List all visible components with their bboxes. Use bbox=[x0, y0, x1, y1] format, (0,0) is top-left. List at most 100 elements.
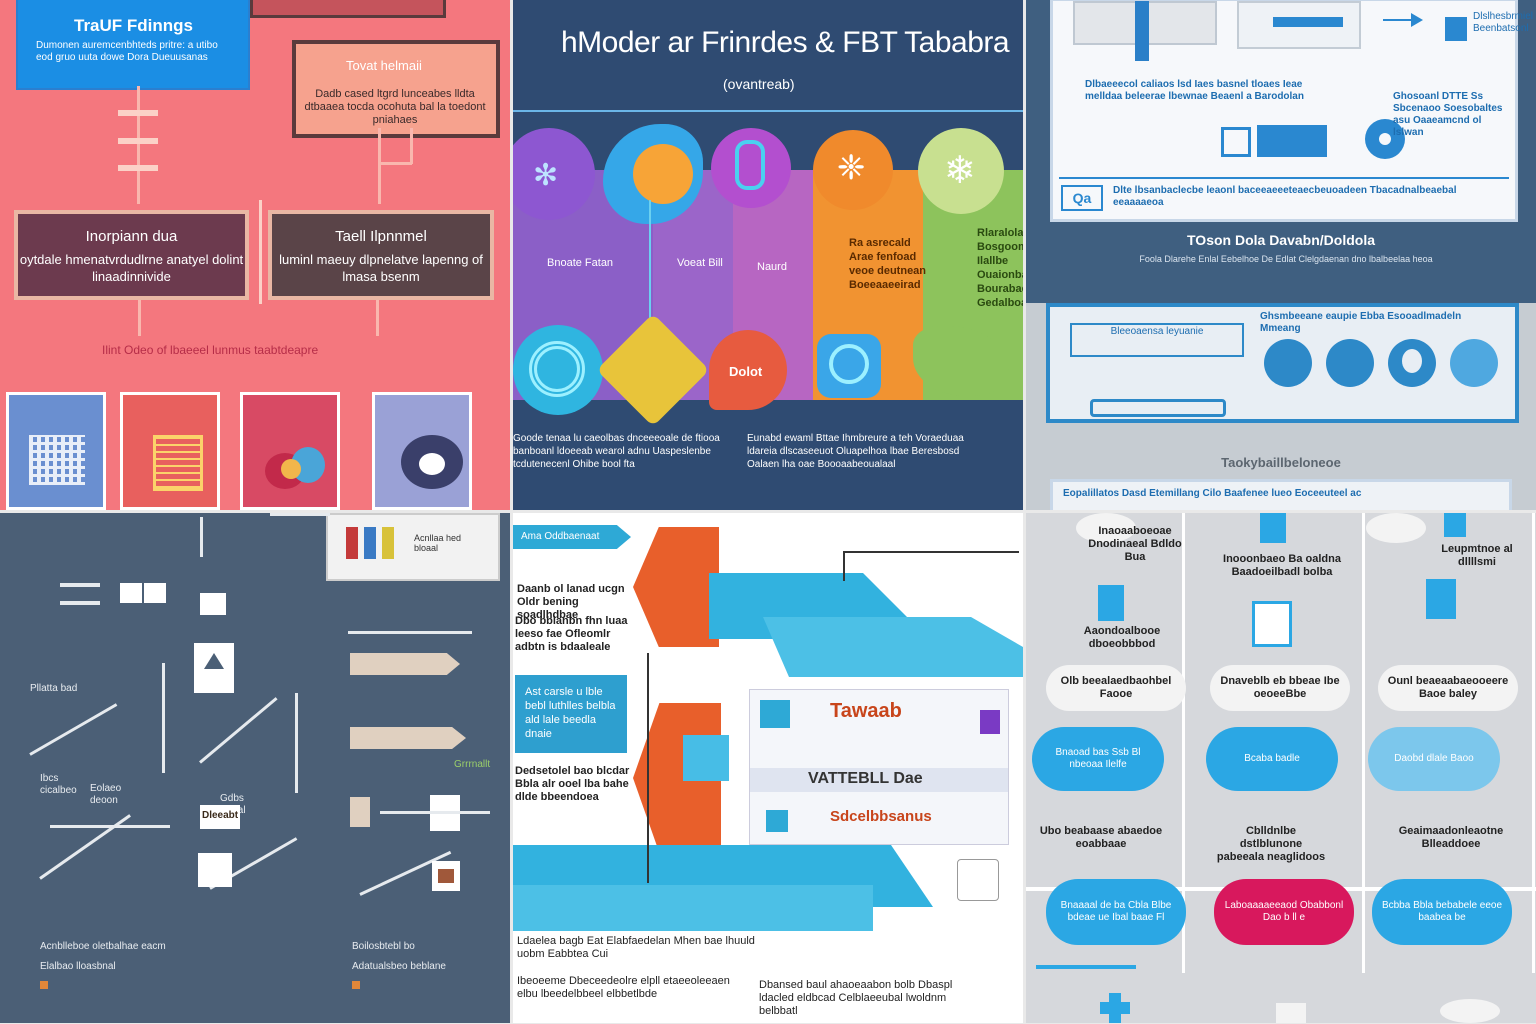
tile-6-lower-label-3: Geaimaadonleaotne Blleaddoee bbox=[1398, 825, 1504, 850]
cloud-shape bbox=[1440, 999, 1500, 1023]
document-icon bbox=[1098, 585, 1124, 621]
tile-5-brand: Tawaab bbox=[830, 700, 902, 722]
divider bbox=[259, 200, 262, 304]
ladder-rung bbox=[118, 165, 158, 171]
tile-3-infographic: Dlslhesbrmiel Beenbatsonl Dlbaeeecol cal… bbox=[1026, 0, 1536, 510]
tile-5-panel-bar bbox=[750, 768, 1008, 792]
cloud-shape bbox=[1076, 513, 1136, 543]
tile-4-label-1: Pllatta bad bbox=[30, 683, 78, 694]
tile-1-card-left-heading: Inorpiann dua bbox=[85, 228, 178, 245]
tile-4-label-5: Grrrnallt bbox=[454, 759, 491, 770]
flower-icon: ❈ bbox=[813, 130, 893, 210]
plus-icon bbox=[1100, 993, 1130, 1023]
drop-icon bbox=[603, 124, 703, 224]
bullet-icon bbox=[352, 981, 360, 989]
connector-line bbox=[378, 128, 381, 204]
arrow-icon bbox=[1411, 13, 1423, 27]
tile-1-card-left-body: oytdale hmenatvrdudlrne anatyel dolint l… bbox=[19, 252, 244, 284]
tile-1-card-right-body: luminl maeuy dlpnelatve lapenng of lmasa… bbox=[279, 252, 483, 284]
tile-3-middle: Bleeoaensa leyuanie Ghsmbeeane eaupie Eb… bbox=[1026, 303, 1536, 510]
bulb-icon bbox=[1388, 339, 1436, 387]
arrow-line bbox=[199, 697, 278, 764]
tile-5-text-c: Dedsetolel bao blcdar Bbla alr ooel lba … bbox=[515, 765, 630, 803]
tile-1-infographic: TraUF Fdinngs Dumonen auremcenbhteds pri… bbox=[0, 0, 510, 510]
tile-2-orange-text: Ra asrecald Arae fenfoad veoe deutnean B… bbox=[849, 237, 927, 291]
person-icon bbox=[1326, 339, 1374, 387]
calendar-icon bbox=[153, 435, 203, 491]
tile-5-bottom-c: Dbansed baul ahaoeaabon bolb Dbaspl ldac… bbox=[759, 979, 953, 1017]
connector-line bbox=[1182, 513, 1185, 973]
tile-1-info-box: Tovat helmaii Dadb cased ltgrd lunceabes… bbox=[292, 40, 500, 138]
tile-5-bottom-a: Ldaelea bagb Eat Elabfaedelan Mhen bae l… bbox=[517, 935, 755, 960]
tile-4-label-3: Ibcs cicalbeo bbox=[40, 773, 77, 796]
tile-2-bottom-badge: Dolot bbox=[709, 330, 787, 410]
connector-line bbox=[138, 300, 141, 336]
tile-3-panel-title-wrap: Ghsmbeeane eaupie Ebba Esooadlmadeln Mme… bbox=[1260, 311, 1470, 335]
tile-1-title: TraUF Fdinngs bbox=[74, 16, 193, 35]
ladder-rung bbox=[118, 138, 158, 144]
tile-5-infographic: Ama Oddbaenaat Daanb ol lanad ucgn Oldr … bbox=[513, 513, 1023, 1023]
tile-6-top-label-2: Inooonbaeo Ba oaldna Baadoeilbadl bolba bbox=[1223, 553, 1341, 578]
tile-4-flowchart: Acnllaa hed bloaal Pllatta bad Eolaeo de… bbox=[0, 513, 510, 1023]
tile-6-blue-pill-3: Daobd dlale Baoo bbox=[1368, 727, 1500, 791]
chart-icon bbox=[200, 593, 226, 615]
tile-5-tag: Ama Oddbaenaat bbox=[513, 525, 631, 549]
box-icon bbox=[350, 797, 370, 827]
tile-6-cloud-1: Olb beealaedbaohbel Faooe bbox=[1046, 665, 1186, 711]
globe-icon bbox=[1264, 339, 1312, 387]
tile-2-para-left: Goode tenaa lu caeolbas dnceeeoale de ft… bbox=[513, 433, 720, 470]
tile-5-text-a: Daanb ol lanad ucgn Oldr bening soadlhdb… bbox=[517, 583, 625, 621]
tile-4-bottom-2: Elalbao lloasbnal bbox=[40, 961, 116, 972]
square-icon bbox=[198, 853, 232, 887]
divider bbox=[1059, 177, 1509, 179]
tile-2-infographic: hModer ar Frinrdes & FBT Tababra (ovantr… bbox=[513, 0, 1023, 510]
connector-line bbox=[1362, 513, 1365, 973]
band-cyan bbox=[763, 617, 1023, 677]
tile-4-label-2: Eolaeo deoon bbox=[90, 783, 122, 806]
connector-line bbox=[60, 601, 100, 605]
tile-1-title-sub: Dumonen auremcenbhteds pritre: a utibo e… bbox=[36, 40, 218, 63]
flag-icon bbox=[1426, 579, 1456, 619]
tile-5-panel: Tawaab VATTEBLL Dae Sdcelbbsanus bbox=[749, 689, 1009, 845]
hex-inner bbox=[683, 735, 729, 781]
connector-line bbox=[1532, 513, 1535, 973]
tile-6-lower-label-2: Cblldnlbe dstlblunone pabeeala neaglidoo… bbox=[1216, 825, 1326, 863]
arrow-banner bbox=[350, 727, 466, 749]
tile-3-panel-title: Ghsmbeeane eaupie Ebba Esooadlmadeln Mme… bbox=[1260, 311, 1462, 334]
tile-5-brand-2: Sdcelbbsanus bbox=[830, 808, 932, 825]
bottle-icon bbox=[382, 527, 394, 559]
ladder-rung bbox=[118, 110, 158, 116]
snowflake-icon: ✻ bbox=[513, 128, 595, 220]
server-icon bbox=[1260, 513, 1286, 543]
globe-icon bbox=[1450, 339, 1498, 387]
tile-3-desc-left: Dlbaeeecol caliaos lsd Iaes basnel tloae… bbox=[1085, 79, 1304, 102]
box-icon bbox=[1221, 127, 1251, 157]
arrow-banner bbox=[350, 653, 460, 675]
tile-3-mid-title: TOson Dola Davabn/Doldola bbox=[1187, 232, 1375, 248]
flag-icon bbox=[1444, 513, 1466, 537]
tile-4-rice-label: Dleeabt bbox=[200, 805, 240, 829]
chart-icon bbox=[144, 583, 166, 603]
tile-1-card-right: Taell Ilpnnmel luminl maeuy dlpnelatve l… bbox=[268, 210, 494, 300]
connector-line bbox=[270, 513, 330, 516]
connector-line bbox=[380, 811, 490, 814]
profile-card-icon bbox=[194, 643, 234, 693]
tile-6-bottom-pill-2: Laboaaaaeeaod Obabbonl Dao b ll e bbox=[1214, 879, 1354, 945]
tile-5-panel-title: VATTEBLL Dae bbox=[808, 770, 923, 787]
tile-3-bottom-title: Taokybaillbeloneoe bbox=[1221, 455, 1341, 470]
tile-2-title: hModer ar Frinrdes & FBT Tababra bbox=[561, 26, 1010, 59]
tile-6-cloud-3: Ounl beaeaabaeooeere Baoe baley bbox=[1378, 665, 1518, 711]
tile-5-text-b: Dbo bblanbn fhn luaa leeso fae Ofleomlr … bbox=[515, 615, 628, 653]
device-bar bbox=[1135, 1, 1149, 61]
connector-line bbox=[295, 693, 298, 793]
tile-2-label-2: Voeat Bill bbox=[677, 257, 723, 269]
tile-3-panel-head: Bleeoaensa leyuanie bbox=[1070, 323, 1244, 357]
tile-3-panel: Bleeoaensa leyuanie Ghsmbeeane eaupie Eb… bbox=[1046, 303, 1519, 423]
cloud-shape bbox=[1366, 513, 1426, 543]
tile-2-para-right: Eunabd ewaml Bttae Ihmbreure a teh Vorae… bbox=[747, 433, 964, 470]
arrow-line bbox=[39, 814, 131, 880]
tile-3-top: Dlslhesbrmiel Beenbatsonl Dlbaeeecol cal… bbox=[1026, 0, 1536, 300]
gear-icon bbox=[766, 810, 788, 832]
tile-6-bottom-pill-3: Bcbba Bbla bebabele eeoe baabea be bbox=[1372, 879, 1512, 945]
